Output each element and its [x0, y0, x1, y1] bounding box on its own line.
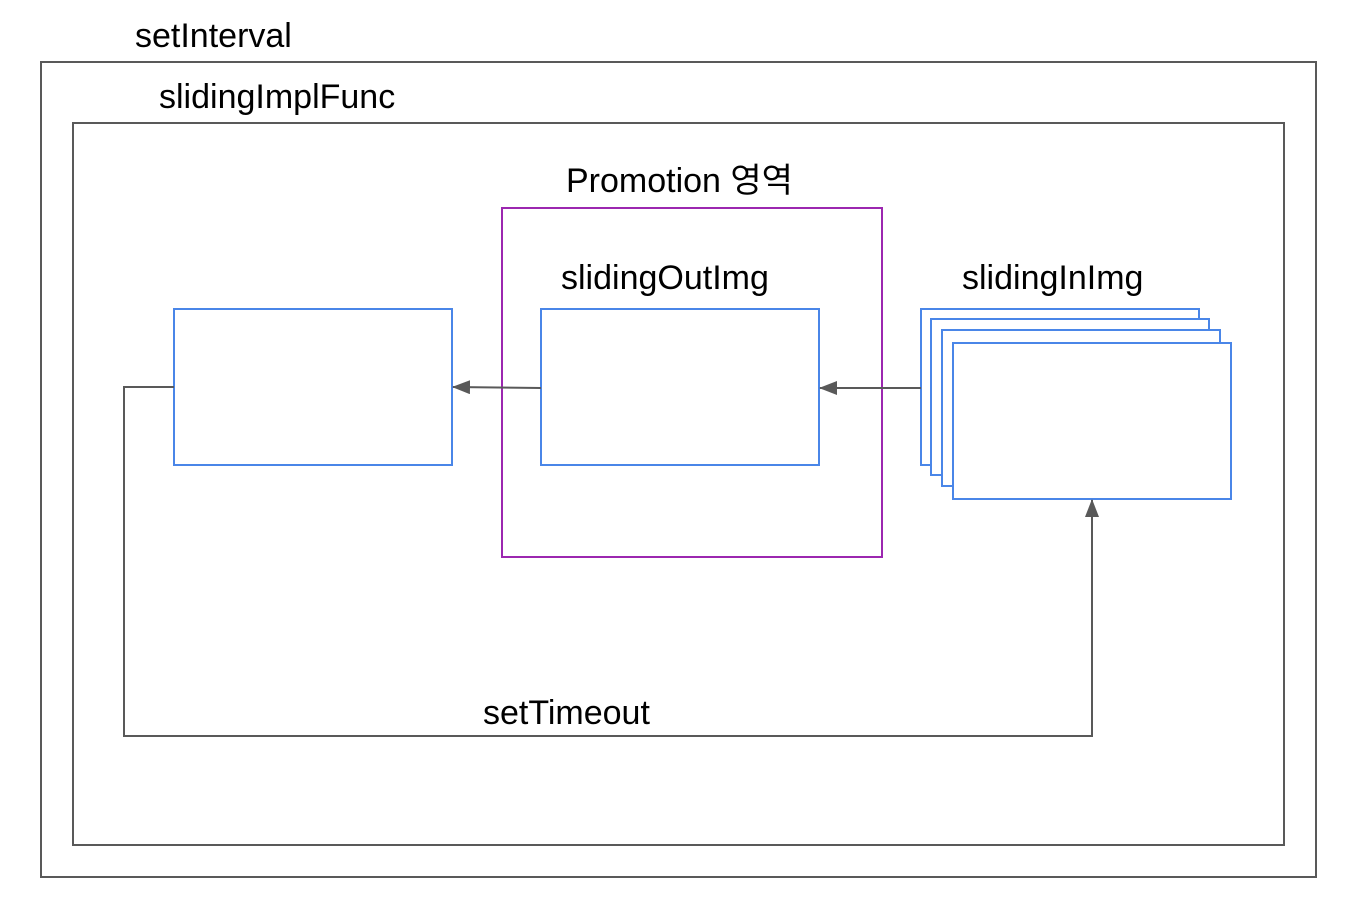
promotion-area-label: Promotion 영역	[566, 162, 793, 200]
timeout-loop-connector	[123, 386, 1099, 737]
set-interval-label: setInterval	[135, 17, 292, 55]
exited-image-box	[173, 308, 453, 466]
set-interval-container	[40, 61, 1317, 878]
sliding-in-img-box-4	[952, 342, 1232, 500]
promotion-area	[501, 207, 883, 558]
sliding-out-img-label: slidingOutImg	[561, 259, 769, 297]
sliding-in-img-stack	[920, 308, 1232, 500]
set-timeout-label: setTimeout	[483, 694, 650, 732]
sliding-impl-func-container	[72, 122, 1285, 846]
sliding-in-img-label: slidingInImg	[962, 259, 1143, 297]
arrow-out-to-exited	[452, 380, 542, 395]
sliding-out-img-box	[540, 308, 820, 466]
sliding-impl-func-label: slidingImplFunc	[159, 78, 395, 116]
